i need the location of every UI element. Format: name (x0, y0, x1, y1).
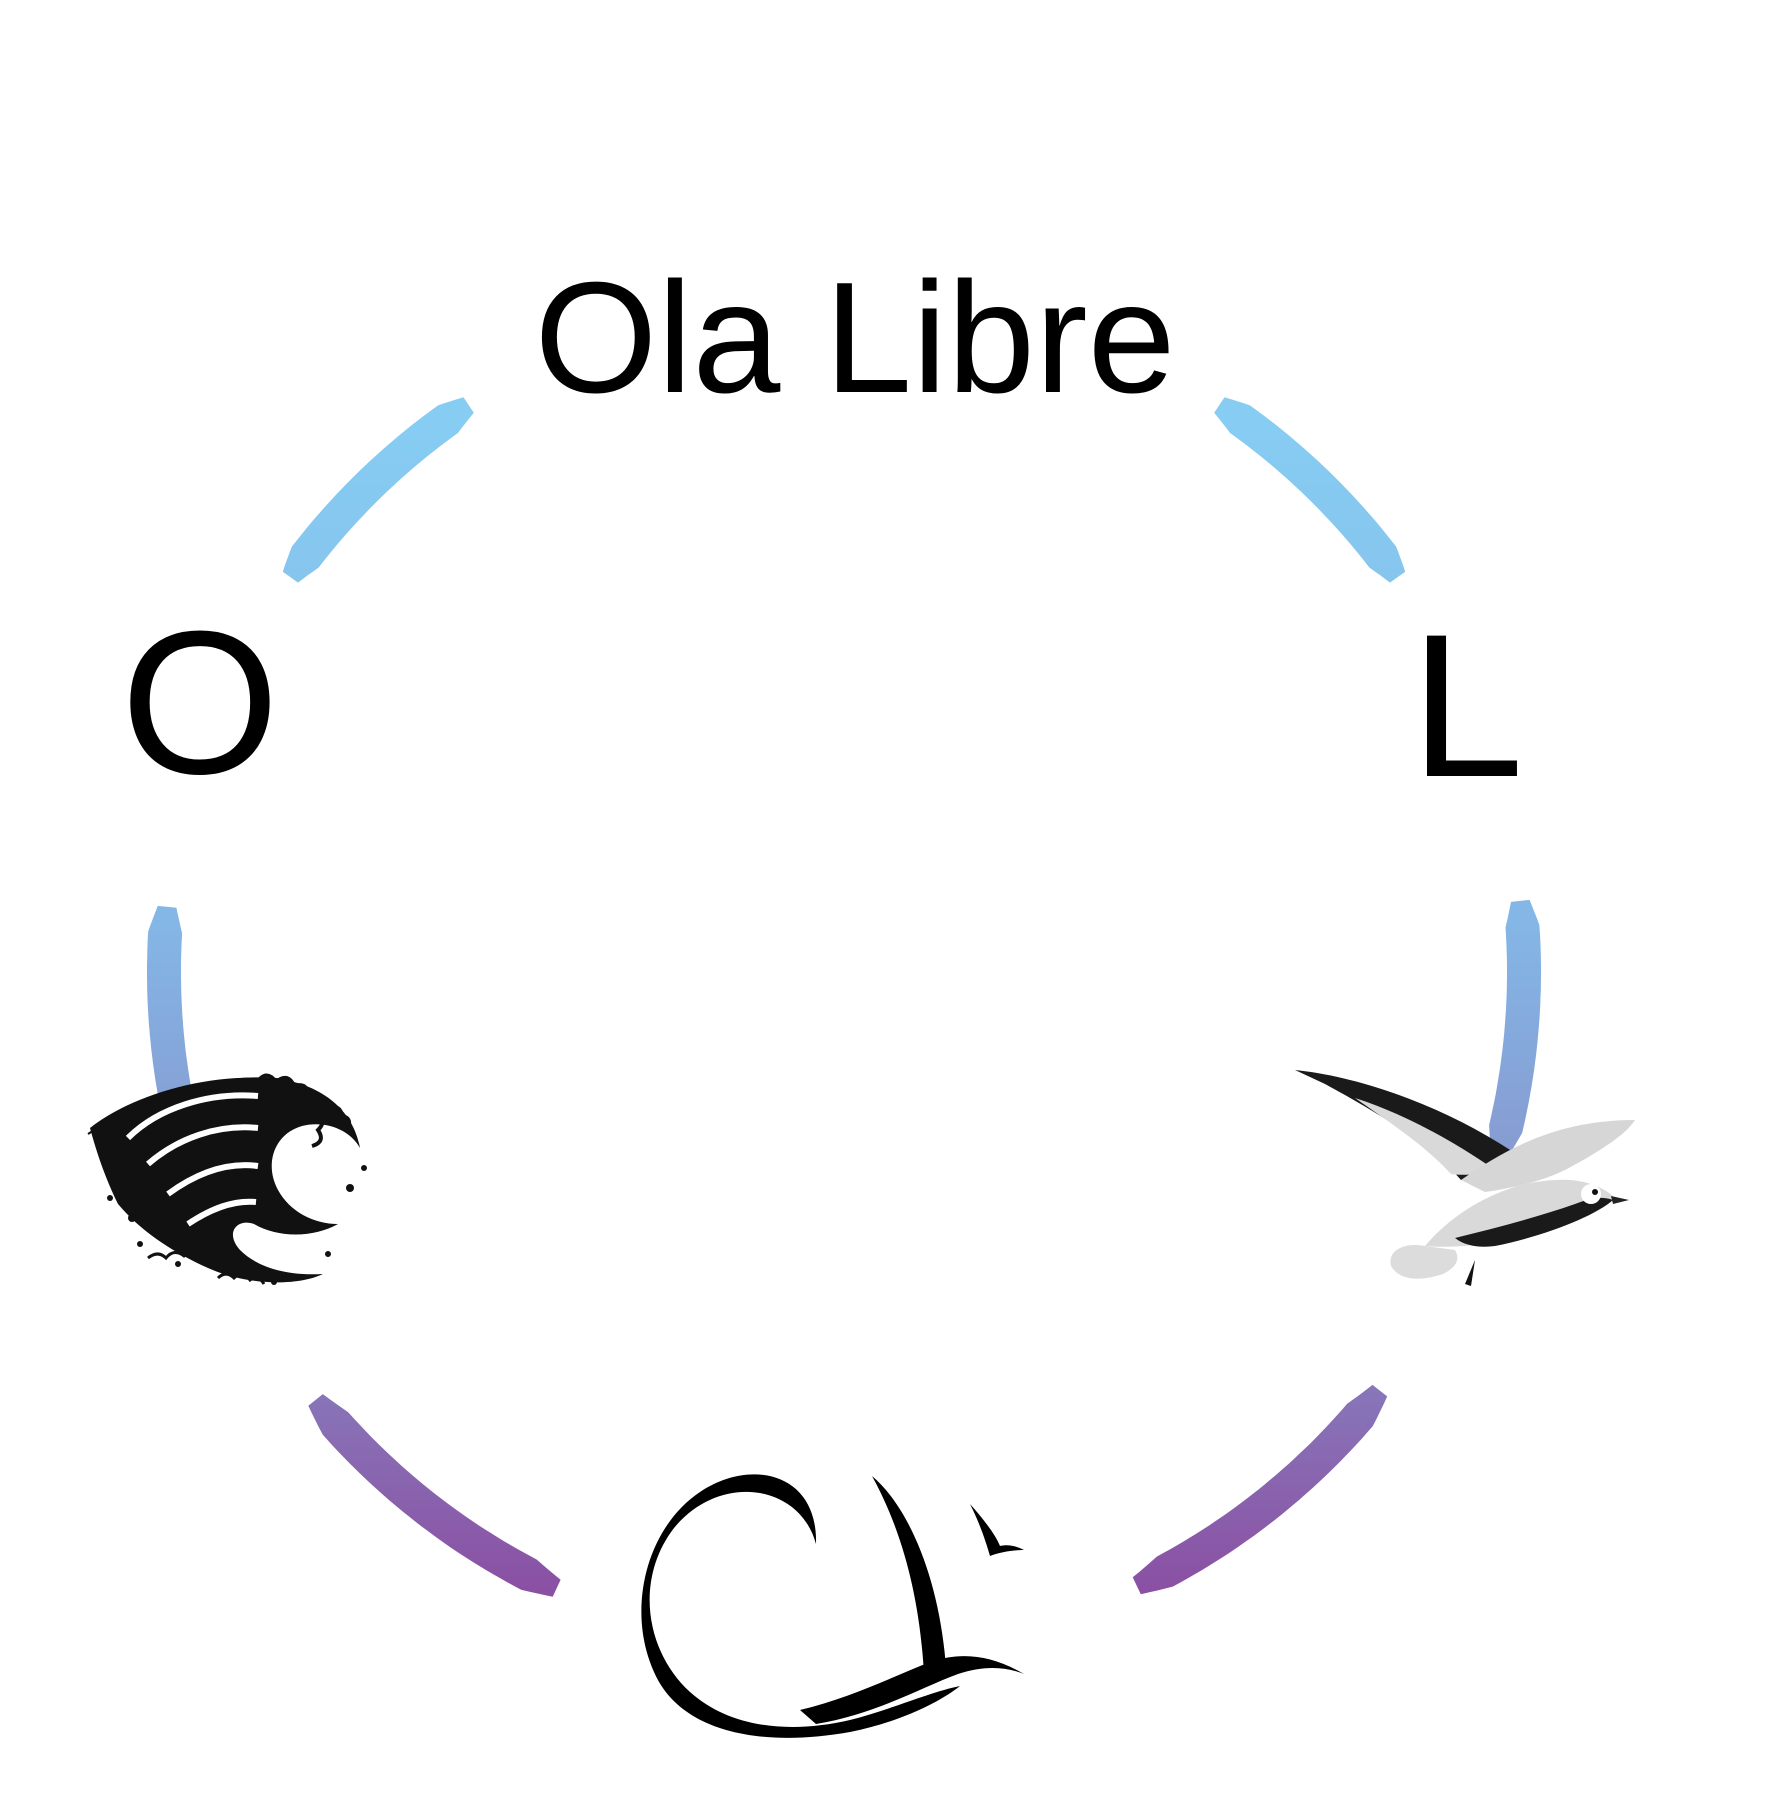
ola-libre-logo-icon (641, 1474, 1024, 1738)
ring-segment-top-right (1214, 397, 1406, 583)
ring-segment-top-left (282, 397, 474, 583)
seagull-icon (1295, 1070, 1635, 1286)
great-wave-icon (87, 1073, 367, 1285)
circular-ring (147, 397, 1541, 1597)
ring-segment-bottom-left (308, 1394, 561, 1597)
letter-o: O (121, 589, 280, 817)
diagram-title: Ola Libre (534, 250, 1175, 426)
ring-segment-bottom-right (1132, 1384, 1388, 1595)
ring-segment-right (1489, 899, 1541, 1157)
letter-l: L (1410, 592, 1523, 820)
